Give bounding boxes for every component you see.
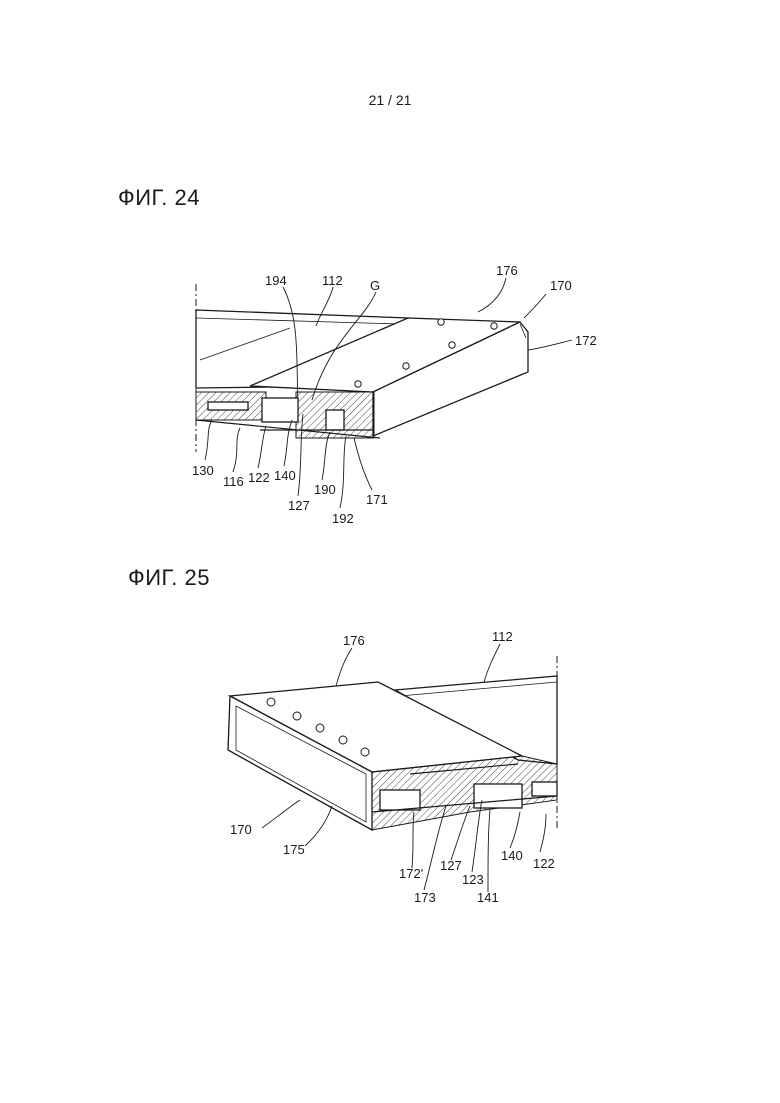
ref-122: 122 (533, 856, 555, 871)
ref-176: 176 (496, 263, 518, 278)
ref-171: 171 (366, 492, 388, 507)
ref-112: 112 (322, 273, 343, 288)
figure-24-drawing: 194 112 G 176 170 172 130 116 122 140 12… (0, 250, 780, 550)
ref-175: 175 (283, 842, 305, 857)
ref-173: 173 (414, 890, 436, 905)
ref-116: 116 (223, 474, 244, 489)
ref-172: 172 (575, 333, 597, 348)
ref-190: 190 (314, 482, 336, 497)
ref-194: 194 (265, 273, 287, 288)
ref-170: 170 (230, 822, 252, 837)
ref-127: 127 (440, 858, 462, 873)
ref-140: 140 (501, 848, 523, 863)
ref-140: 140 (274, 468, 296, 483)
page-number: 21 / 21 (0, 92, 780, 108)
ref-112: 112 (492, 629, 513, 644)
ref-127: 127 (288, 498, 310, 513)
cross-section-24 (196, 392, 380, 438)
ref-141: 141 (477, 890, 499, 905)
ref-130: 130 (192, 463, 214, 478)
ref-122: 122 (248, 470, 270, 485)
ref-G: G (370, 278, 380, 293)
figure-24-title: ФИГ. 24 (118, 185, 200, 211)
ref-170: 170 (550, 278, 572, 293)
ref-123: 123 (462, 872, 484, 887)
ref-172-prime: 172' (399, 866, 423, 881)
figure-25-title: ФИГ. 25 (128, 565, 210, 591)
ref-192: 192 (332, 511, 354, 526)
figure-25-drawing: 176 112 170 175 172' 127 173 123 141 140… (0, 620, 780, 920)
ref-176: 176 (343, 633, 365, 648)
